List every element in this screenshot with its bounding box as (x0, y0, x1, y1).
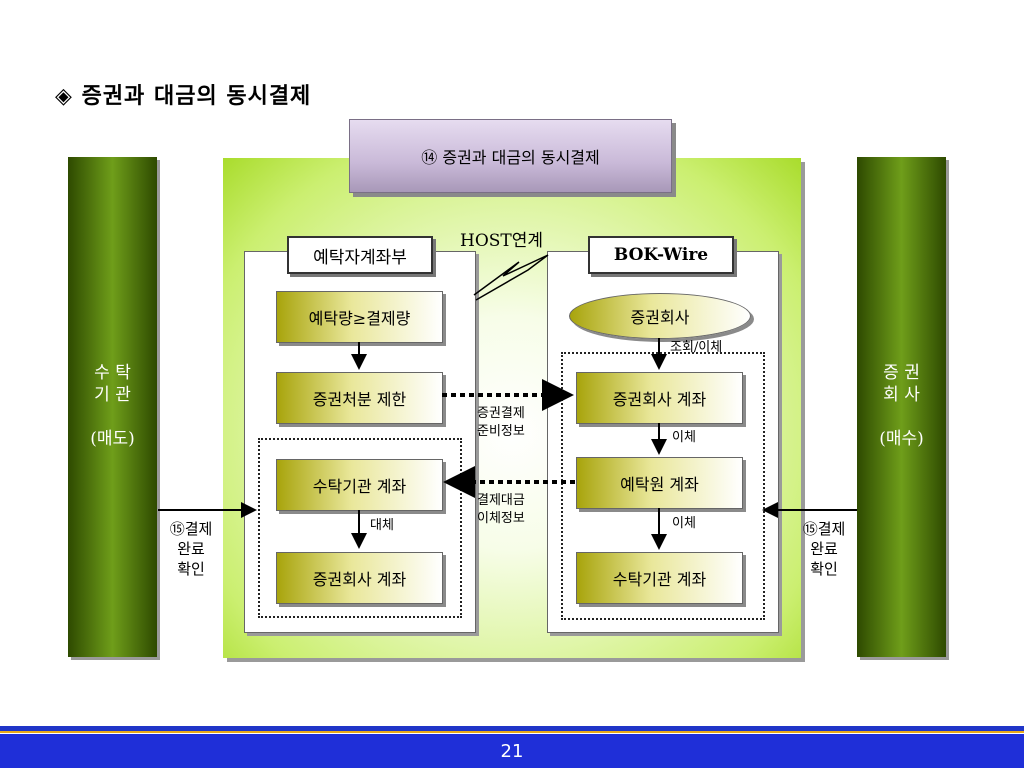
box-custodian-account-right: 수탁기관 계좌 (576, 552, 743, 604)
footer-rule-blue (0, 726, 1024, 731)
box-securities-account-right: 증권회사 계좌 (576, 372, 743, 424)
left-sidebar-custodian: 수 탁 기 관 (매도) (68, 157, 157, 657)
box-custodian-account-left-label: 수탁기관 계좌 (312, 477, 407, 496)
left-dotted-group (258, 438, 462, 618)
right-panel-header-label: BOK-Wire (613, 245, 709, 265)
box-disposal-restriction: 증권처분 제한 (276, 372, 443, 424)
right-sidebar-securities-firm: 증 권 회 사 (매수) (857, 157, 946, 657)
right-arrow-label-1: 이체 (672, 430, 696, 445)
right-arrow-label-2: 이체 (672, 516, 696, 531)
right-panel-header: BOK-Wire (588, 236, 734, 274)
box-custodian-account-right-label: 수탁기관 계좌 (612, 570, 707, 589)
mid-label-payment-info: 결제대금 이체정보 (477, 493, 525, 526)
box-custodian-account-left: 수탁기관 계좌 (276, 459, 443, 511)
right-settlement-note: ⑮결제 완료 확인 (802, 520, 846, 578)
box-securities-account-left-label: 증권회사 계좌 (312, 570, 407, 589)
footer-rule-orange (0, 731, 1024, 733)
page-number: 21 (500, 740, 524, 762)
left-panel-header: 예탁자계좌부 (287, 236, 433, 274)
box-ksd-account-label: 예탁원 계좌 (620, 475, 699, 494)
box-securities-account-left: 증권회사 계좌 (276, 552, 443, 604)
oval-securities-firm-label: 증권회사 (630, 308, 690, 327)
oval-securities-firm: 증권회사 (569, 293, 751, 339)
left-sidebar-label: 수 탁 기 관 (매도) (90, 363, 135, 449)
left-arrow-label: 대체 (370, 518, 394, 533)
footer-bar: 21 (0, 734, 1024, 768)
top-box: ⑭ 증권과 대금의 동시결제 (349, 119, 672, 193)
host-link-zigzag (473, 254, 549, 301)
right-dotted-group (561, 352, 765, 620)
box-holding-check-label: 예탁량≥결제량 (308, 309, 411, 328)
left-settlement-note: ⑮결제 완료 확인 (169, 520, 213, 578)
mid-label-securities-info: 증권결제 준비정보 (477, 406, 525, 439)
box-holding-check: 예탁량≥결제량 (276, 291, 443, 343)
box-securities-account-right-label: 증권회사 계좌 (612, 390, 707, 409)
page-title: ◈ 증권과 대금의 동시결제 (55, 83, 312, 109)
right-sidebar-label: 증 권 회 사 (매수) (879, 363, 924, 449)
top-box-label: ⑭ 증권과 대금의 동시결제 (421, 148, 600, 167)
left-panel-header-label: 예탁자계좌부 (313, 247, 407, 268)
box-disposal-restriction-label: 증권처분 제한 (312, 390, 407, 409)
label-inquiry-transfer: 조회/이체 (670, 340, 723, 355)
host-link-label: HOST연계 (460, 231, 544, 251)
